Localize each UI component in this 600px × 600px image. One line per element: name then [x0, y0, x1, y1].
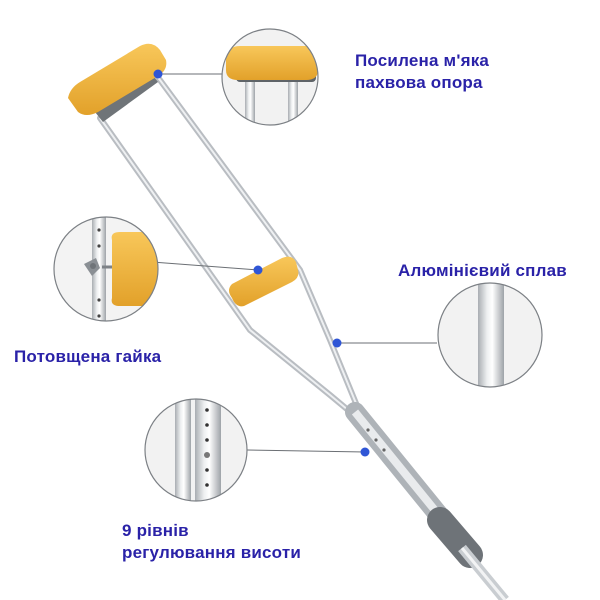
callout-dots	[153, 69, 370, 457]
coated-nut-label-text: Потовщена гайка	[14, 347, 162, 366]
height-levels-label-line-1: 9 рівнів	[122, 521, 189, 540]
tube-detail	[437, 282, 543, 388]
underarm-pad-label-line-1: Посилена м'яка	[355, 51, 490, 70]
aluminum-alloy-label-text: Алюмінієвий сплав	[398, 261, 567, 280]
underarm-pad-label-line-2: пахвова опора	[355, 73, 483, 92]
height-levels-label-line-2: регулювання висоти	[122, 543, 302, 562]
callout-lines	[151, 73, 437, 453]
underarm-pad-label: Посилена м'яка пахвова опора	[355, 50, 489, 94]
aluminum-alloy-label: Алюмінієвий сплав	[398, 260, 567, 282]
nut-detail	[53, 216, 159, 322]
adjustment-holes-detail	[144, 398, 248, 502]
coated-nut-label: Потовщена гайка	[14, 346, 161, 368]
crutch-frame	[97, 73, 509, 600]
hand-grip	[229, 256, 299, 307]
height-levels-label: 9 рівнів регулювання висоти	[122, 520, 301, 564]
underarm-pad-detail	[221, 28, 319, 126]
underarm-pad	[68, 43, 167, 122]
